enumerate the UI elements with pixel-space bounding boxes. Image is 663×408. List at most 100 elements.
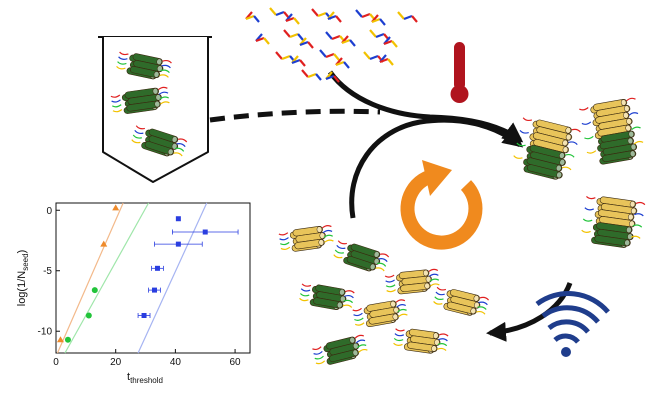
data-point-green [91,287,98,294]
bundle-strand [134,129,144,135]
bundle-strand [174,147,185,152]
tube-end [352,342,359,350]
bundle-strand [581,121,592,125]
bundle-strand [344,294,354,299]
bundle-strand [628,112,639,116]
tile-bundle [579,97,644,165]
tube-end [318,239,324,246]
bundle-strand [626,97,636,102]
bundle-strand [354,334,365,339]
tile-tube [602,150,637,163]
bundle-strand [519,129,529,134]
bundle-strand [312,346,322,351]
bundle-strand [300,288,311,292]
bundle-strand [159,96,170,100]
tube-end [565,133,572,141]
dna-strand [383,39,393,46]
dna-strand [333,75,340,83]
fit-line-green [64,202,150,354]
tube-end [154,100,160,108]
bundle-strand [395,299,406,303]
bundle-strand [379,253,390,258]
bundle-strand [173,152,183,157]
dna-strand [403,14,413,21]
y-axis-label-main: log(1/N [16,271,28,307]
dna-strand [375,32,385,39]
bundle-strand [131,139,141,144]
bundle-strand [398,313,408,318]
bundle-strand [584,135,594,140]
bundle-strand [634,213,644,217]
data-point-orange [100,240,108,247]
tube-end [629,150,636,157]
tile-bundle [581,195,646,248]
data-point-green [64,336,71,343]
plot-frame [55,202,251,354]
y-tick-label: -5 [43,266,52,277]
dna-strand [315,73,322,81]
bundle-strand [161,64,171,69]
bundle-strand [111,104,122,108]
bundle-strand [342,304,353,308]
tube-end [392,313,399,321]
data-point-orange [112,204,120,211]
bundle-strand [352,307,362,312]
data-point-blue [202,229,208,235]
bundle-strand [579,107,589,111]
bundle-strand [581,229,591,233]
bundle-strand [355,339,366,344]
tile-bundle [131,125,188,157]
bundle-strand [160,101,170,105]
bundle-strand [116,65,126,70]
dna-strand [325,31,333,40]
tube-end [624,239,630,246]
tile-bundle [116,51,172,80]
tube-end [559,159,566,166]
bundle-strand [110,94,121,98]
tube-end [369,263,376,271]
tube-end [628,130,635,138]
dna-strand [283,29,291,38]
tube-end [352,349,359,356]
bundle-strand [438,338,448,342]
data-point-blue [151,287,157,293]
dna-strand [285,16,295,23]
bundle-strand [433,301,443,305]
bundle-strand [571,128,581,133]
tube-end [393,306,399,314]
tube-end [470,307,477,315]
tile-bundles [110,51,646,365]
bundle-strand [280,246,291,251]
dna-strand [397,11,405,20]
y-axis-label: log(1/Nseed) [16,250,30,307]
dna-strand [369,29,377,38]
bundle-strand [436,347,447,352]
dna-strand [325,74,335,81]
bundle-strand [630,235,641,239]
x-tick-label: 40 [170,357,182,368]
tube-end [630,143,637,151]
tube-end [623,105,630,112]
tube-end [626,118,632,125]
tube-end [171,143,178,150]
tube-end [319,232,326,239]
bundle-strand [376,262,387,267]
wireless-signal-icon [535,291,610,357]
bundle-strand [582,218,593,222]
tube-end [431,345,437,352]
dna-strand [355,9,363,18]
tube-end [424,282,430,290]
bundle-strand [301,283,312,287]
bundle-strand [393,342,403,346]
data-point-blue [154,265,160,271]
tile-bundle [278,225,334,252]
dna-strand [363,51,371,60]
dna-strand [361,12,371,19]
bundle-strand [158,86,168,91]
bundle-strand [384,274,395,278]
bundle-strand [354,322,365,326]
tile-bundle [384,268,440,295]
dna-strand [379,57,389,64]
